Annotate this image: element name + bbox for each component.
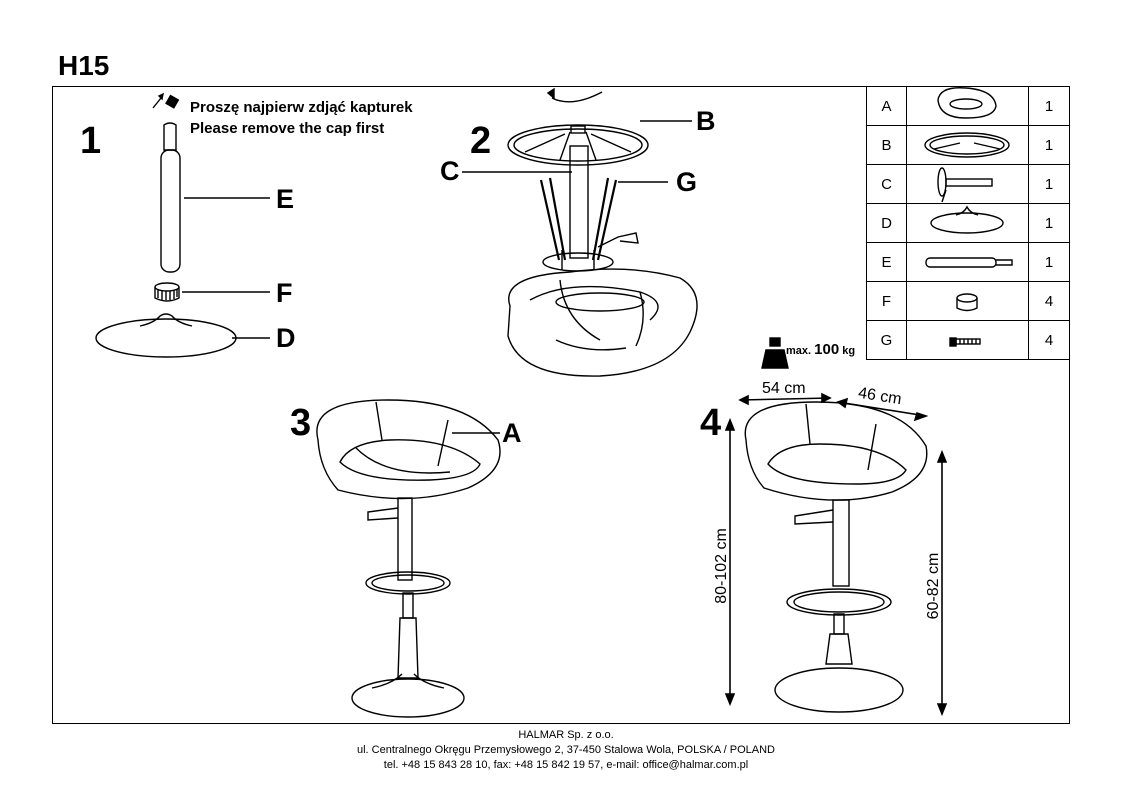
instruction-frame <box>52 86 1070 724</box>
part-picture <box>906 164 1029 204</box>
mechanism-c-drawing <box>462 145 639 272</box>
footer-address: ul. Centralnego Okręgu Przemysłowego 2, … <box>356 744 775 756</box>
step-4-number: 4 <box>700 402 722 444</box>
part-qty: 4 <box>1028 320 1070 360</box>
footer-contact: tel. +48 15 843 28 10, fax: +48 15 842 1… <box>383 759 749 771</box>
dimensioned-chair-step4-drawing <box>744 401 928 713</box>
cap-note-en: Please remove the cap first <box>190 120 385 137</box>
page-title: H15 <box>58 50 110 81</box>
max-load-prefix: max. <box>786 345 812 357</box>
step-2-number: 2 <box>470 120 492 162</box>
label-f: F <box>276 278 293 308</box>
step-1-number: 1 <box>80 120 102 162</box>
footer: HALMAR Sp. z o.o. ul. Centralnego Okręgu… <box>0 728 1132 773</box>
part-letter: G <box>866 320 907 360</box>
part-picture <box>906 203 1029 243</box>
footrest-ring-b-drawing <box>507 120 692 166</box>
part-qty: 4 <box>1028 281 1070 321</box>
part-picture <box>906 320 1029 360</box>
label-a: A <box>502 418 522 448</box>
label-d: D <box>276 323 296 353</box>
dimension-lines <box>724 392 948 717</box>
ring-nut-f-drawing <box>154 282 270 302</box>
part-letter: A <box>866 86 907 126</box>
part-picture <box>906 125 1029 165</box>
screws-g-drawing <box>539 177 668 261</box>
assembled-chair-step3-drawing <box>316 399 501 718</box>
part-qty: 1 <box>1028 242 1070 282</box>
part-qty: 1 <box>1028 125 1070 165</box>
part-qty: 1 <box>1028 164 1070 204</box>
part-qty: 1 <box>1028 86 1070 126</box>
part-picture <box>906 86 1029 126</box>
label-e: E <box>276 184 295 214</box>
rotation-arrow-icon <box>546 87 603 103</box>
seat-a-upside-down-drawing <box>507 268 698 377</box>
seat-height-dimension: 60-82 cm <box>925 552 942 620</box>
base-d-drawing <box>95 313 270 358</box>
label-g: G <box>676 167 698 197</box>
step-3-number: 3 <box>290 402 312 444</box>
part-picture <box>906 281 1029 321</box>
width-dimension: 54 cm <box>762 380 806 397</box>
cap-removal-icon <box>152 92 180 109</box>
part-letter: D <box>866 203 907 243</box>
part-letter: C <box>866 164 907 204</box>
part-picture <box>906 242 1029 282</box>
part-qty: 1 <box>1028 203 1070 243</box>
max-load-value: 100 <box>814 341 840 358</box>
total-height-dimension: 80-102 cm <box>713 528 730 604</box>
label-c: C <box>440 156 460 186</box>
gas-lift-e-drawing <box>160 122 270 273</box>
part-letter: B <box>866 125 907 165</box>
cap-note-pl: Proszę najpierw zdjąć kapturek <box>190 99 413 116</box>
max-load-unit: kg <box>842 345 856 357</box>
part-letter: E <box>866 242 907 282</box>
label-b: B <box>696 106 716 136</box>
weight-icon <box>761 337 789 369</box>
footer-company: HALMAR Sp. z o.o. <box>518 729 614 741</box>
part-letter: F <box>866 281 907 321</box>
max-load-label: max. 100 kg <box>786 341 855 358</box>
